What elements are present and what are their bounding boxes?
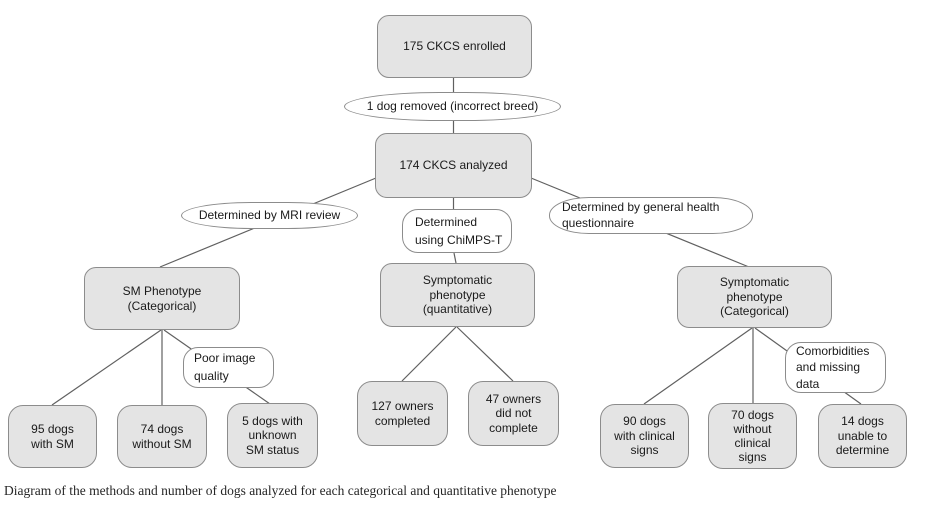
node-47-owners-did-not-complete-label: 47 owners did not complete [485,391,542,435]
node-mri-review: Determined by MRI review [181,202,358,229]
node-14-dogs-unable-determine: 14 dogs unable to determine [818,404,907,468]
node-symptomatic-categorical: Symptomatic phenotype (Categorical) [677,266,832,328]
node-5-dogs-unknown-sm-label: 5 dogs with unknown SM status [242,413,303,457]
node-comorbidities: Comorbidities and missing data [785,342,886,393]
connector-quant-47 [456,326,514,382]
node-mri-review-label: Determined by MRI review [198,208,341,223]
figure-caption: Diagram of the methods and number of dog… [4,483,557,498]
node-90-dogs-clinical-signs: 90 dogs with clinical signs [600,404,689,468]
node-74-dogs-without-sm-label: 74 dogs without SM [132,421,192,451]
node-95-dogs-with-sm-label: 95 dogs with SM [31,421,74,451]
node-90-dogs-clinical-signs-label: 90 dogs with clinical signs [614,414,675,458]
node-47-owners-did-not-complete: 47 owners did not complete [468,381,559,446]
connector-cat-90 [643,327,753,405]
node-enrolled-label: 175 CKCS enrolled [403,39,506,54]
node-70-dogs-no-clinical-signs-label: 70 dogs without clinical signs [731,407,774,465]
node-removed: 1 dog removed (incorrect breed) [344,92,561,121]
node-95-dogs-with-sm: 95 dogs with SM [8,405,97,468]
node-symptomatic-quantitative-label: Symptomatic phenotype (quantitative) [422,273,493,317]
node-127-owners-completed: 127 owners completed [357,381,448,446]
node-poor-image-quality-label: Poor image quality [194,351,256,383]
node-70-dogs-no-clinical-signs: 70 dogs without clinical signs [708,403,797,469]
node-questionnaire: Determined by general health questionnai… [549,197,753,234]
connector-quant-127 [401,326,457,382]
node-questionnaire-label: Determined by general health questionnai… [562,199,720,230]
node-14-dogs-unable-determine-label: 14 dogs unable to determine [835,414,890,458]
node-analyzed: 174 CKCS analyzed [375,133,532,198]
node-enrolled: 175 CKCS enrolled [377,15,532,78]
node-chimps-label: Determined using ChiMPS-T [415,215,503,247]
node-poor-image-quality: Poor image quality [183,347,274,388]
node-sm-phenotype-label: SM Phenotype (Categorical) [122,283,202,313]
node-symptomatic-quantitative: Symptomatic phenotype (quantitative) [380,263,535,327]
node-5-dogs-unknown-sm: 5 dogs with unknown SM status [227,403,318,468]
node-chimps: Determined using ChiMPS-T [402,209,512,253]
node-symptomatic-categorical-label: Symptomatic phenotype (Categorical) [719,275,790,319]
node-comorbidities-label: Comorbidities and missing data [796,344,870,391]
node-74-dogs-without-sm: 74 dogs without SM [117,405,207,468]
node-analyzed-label: 174 CKCS analyzed [399,158,508,173]
node-removed-label: 1 dog removed (incorrect breed) [366,99,539,114]
connector-chimps-symquant [453,252,457,264]
connector-sm-95 [51,329,162,406]
node-127-owners-completed-label: 127 owners completed [371,398,434,428]
node-sm-phenotype: SM Phenotype (Categorical) [84,267,240,330]
